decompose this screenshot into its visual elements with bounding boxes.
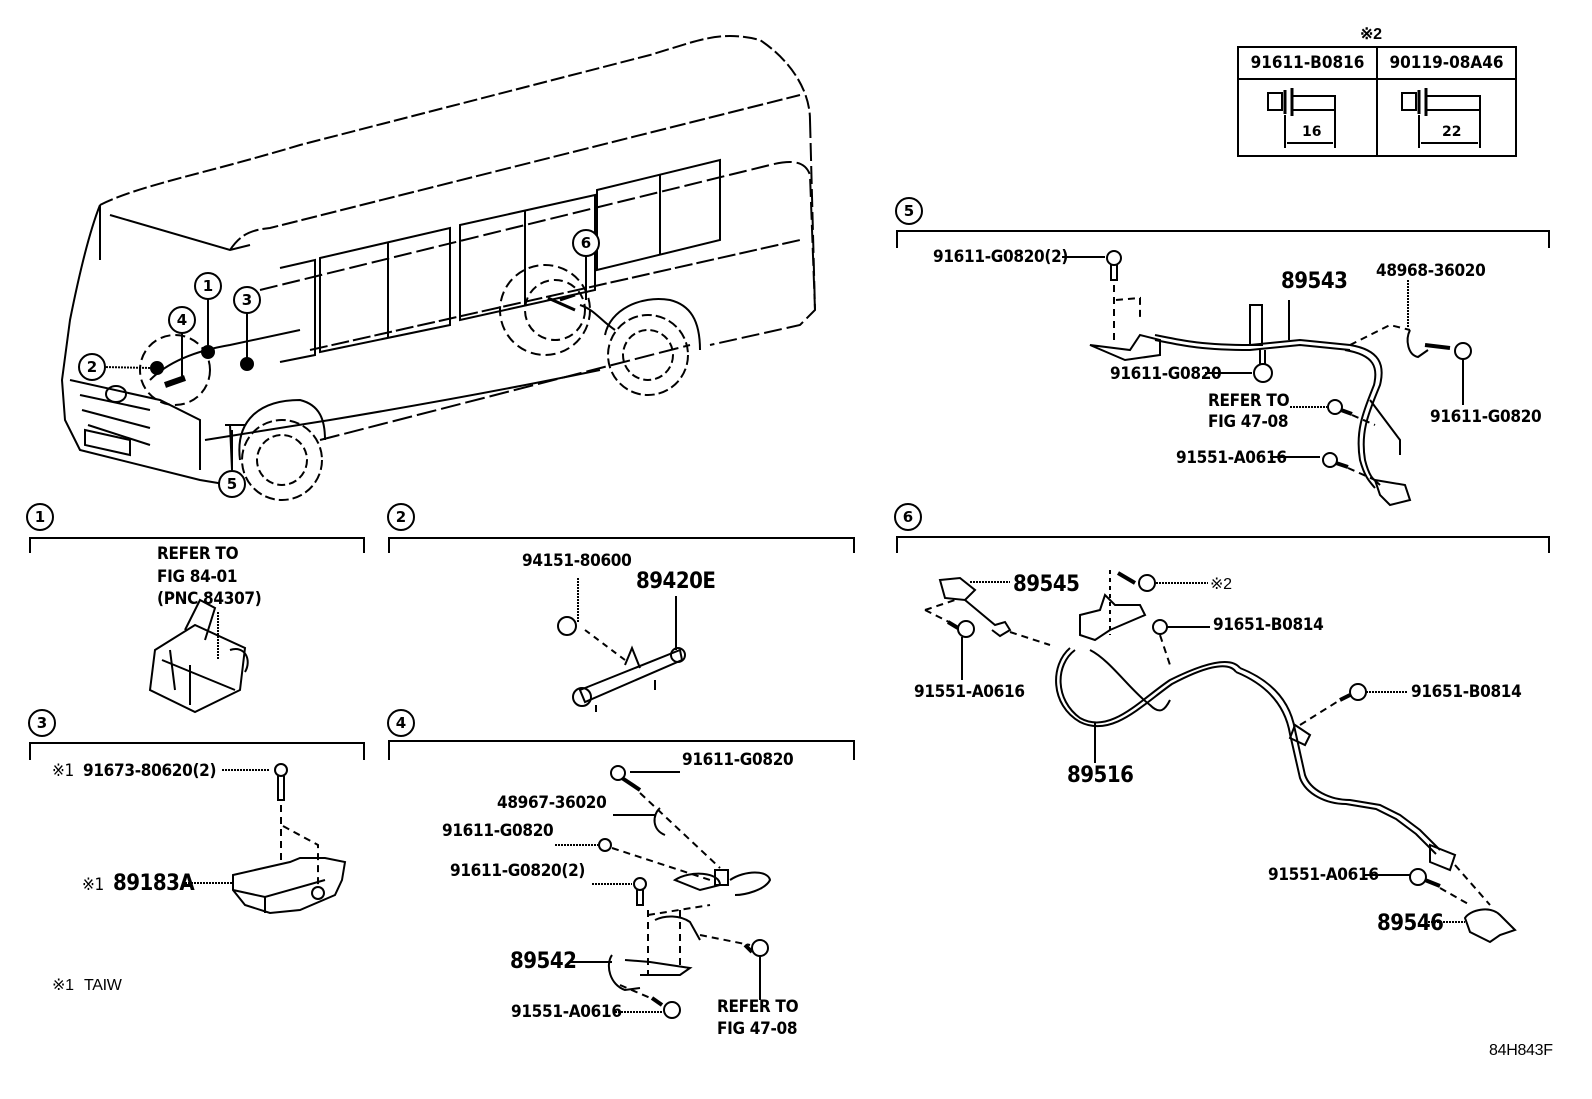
vehicle-callout-3[interactable]: 3	[233, 286, 261, 314]
section-1-artwork	[148, 598, 249, 714]
bolt-ref-mark-s6[interactable]: ※2	[1210, 576, 1232, 593]
part-label-89542[interactable]: 89542	[510, 949, 577, 974]
section-1-refer-label[interactable]: REFER TO	[157, 544, 239, 564]
footnote-mark: ※1	[52, 977, 74, 994]
section-5-number: 5	[895, 197, 923, 225]
part-label-91611-G0820-pair[interactable]: 91611-G0820(2)	[450, 861, 586, 881]
spec-table-header-1: 91611-B0816	[1239, 48, 1376, 80]
vehicle-illustration	[60, 34, 817, 501]
vehicle-callout-1[interactable]: 1	[194, 272, 222, 300]
part-label-91551-A0616-s6-left[interactable]: 91551-A0616	[914, 682, 1025, 702]
part-label-94151-80600[interactable]: 94151-80600	[522, 551, 632, 571]
section-5-fig-label[interactable]: FIG 47-08	[1208, 412, 1289, 432]
part-label-89183A[interactable]: 89183A	[113, 871, 195, 896]
section-1-number: 1	[26, 503, 54, 531]
section-4-number: 4	[387, 709, 415, 737]
vehicle-callout-2[interactable]: 2	[78, 353, 106, 381]
section-4-refer-label[interactable]: REFER TO	[717, 997, 799, 1017]
part-label-91673-80620-mark: ※1	[52, 761, 74, 781]
section-4-fig-label[interactable]: FIG 47-08	[717, 1019, 798, 1039]
part-label-91551-A0616-s5[interactable]: 91551-A0616	[1176, 448, 1287, 468]
vehicle-callout-6[interactable]: 6	[572, 229, 600, 257]
spec-table-header-2: 90119-08A46	[1378, 48, 1515, 80]
vehicle-callout-4[interactable]: 4	[168, 306, 196, 334]
spec-table-length-2: 22	[1442, 124, 1462, 140]
part-label-91611-G0820-right-s5[interactable]: 91611-G0820	[1430, 407, 1542, 427]
part-label-91551-A0616-s6-bottom[interactable]: 91551-A0616	[1268, 865, 1379, 885]
part-label-91651-B0814-top[interactable]: 91651-B0814	[1213, 615, 1324, 635]
part-label-91673-80620[interactable]: 91673-80620(2)	[83, 761, 217, 781]
section-3-artwork	[185, 763, 347, 915]
part-label-89183A-mark: ※1	[82, 875, 104, 895]
part-label-91611-G0820-pair-s5[interactable]: 91611-G0820(2)	[933, 247, 1069, 267]
part-label-91611-G0820-mid[interactable]: 91611-G0820	[442, 821, 554, 841]
vehicle-callout-5[interactable]: 5	[218, 470, 246, 498]
section-brackets	[29, 230, 1550, 760]
section-2-number: 2	[387, 503, 415, 531]
part-label-89543[interactable]: 89543	[1281, 269, 1348, 294]
section-1-pnc-label[interactable]: (PNC 84307)	[157, 589, 262, 609]
spec-table-length-1: 16	[1302, 124, 1322, 140]
spec-table-divider	[1376, 48, 1378, 155]
part-label-91611-G0820-center-s5[interactable]: 91611-G0820	[1110, 364, 1222, 384]
part-label-89546[interactable]: 89546	[1377, 911, 1444, 936]
part-label-91611-G0820-top[interactable]: 91611-G0820	[682, 750, 794, 770]
section-2-artwork	[557, 578, 686, 712]
part-label-89420E[interactable]: 89420E	[636, 569, 716, 594]
part-label-91551-A0616-s4[interactable]: 91551-A0616	[511, 1002, 622, 1022]
part-label-48967-36020[interactable]: 48967-36020	[497, 793, 607, 813]
part-label-91651-B0814-right[interactable]: 91651-B0814	[1411, 682, 1522, 702]
section-1-fig-label[interactable]: FIG 84-01	[157, 567, 238, 587]
part-label-89516[interactable]: 89516	[1067, 763, 1134, 788]
section-3-number: 3	[28, 709, 56, 737]
footnote-text: TAIW	[84, 977, 122, 994]
part-label-89545[interactable]: 89545	[1013, 572, 1080, 597]
spec-table: 91611-B0816 90119-08A46 16 22	[1237, 46, 1517, 157]
section-5-artwork	[1062, 250, 1472, 507]
section-6-number: 6	[894, 503, 922, 531]
spec-table-bolts	[1267, 88, 1481, 148]
spec-table-mark: ※2	[1360, 26, 1382, 43]
section-6-artwork	[924, 570, 1517, 944]
section-5-refer-label[interactable]: REFER TO	[1208, 391, 1290, 411]
part-label-48968-36020[interactable]: 48968-36020	[1376, 261, 1486, 281]
section-4-artwork	[555, 765, 772, 1019]
figure-code: 84H843F	[1489, 1042, 1553, 1059]
